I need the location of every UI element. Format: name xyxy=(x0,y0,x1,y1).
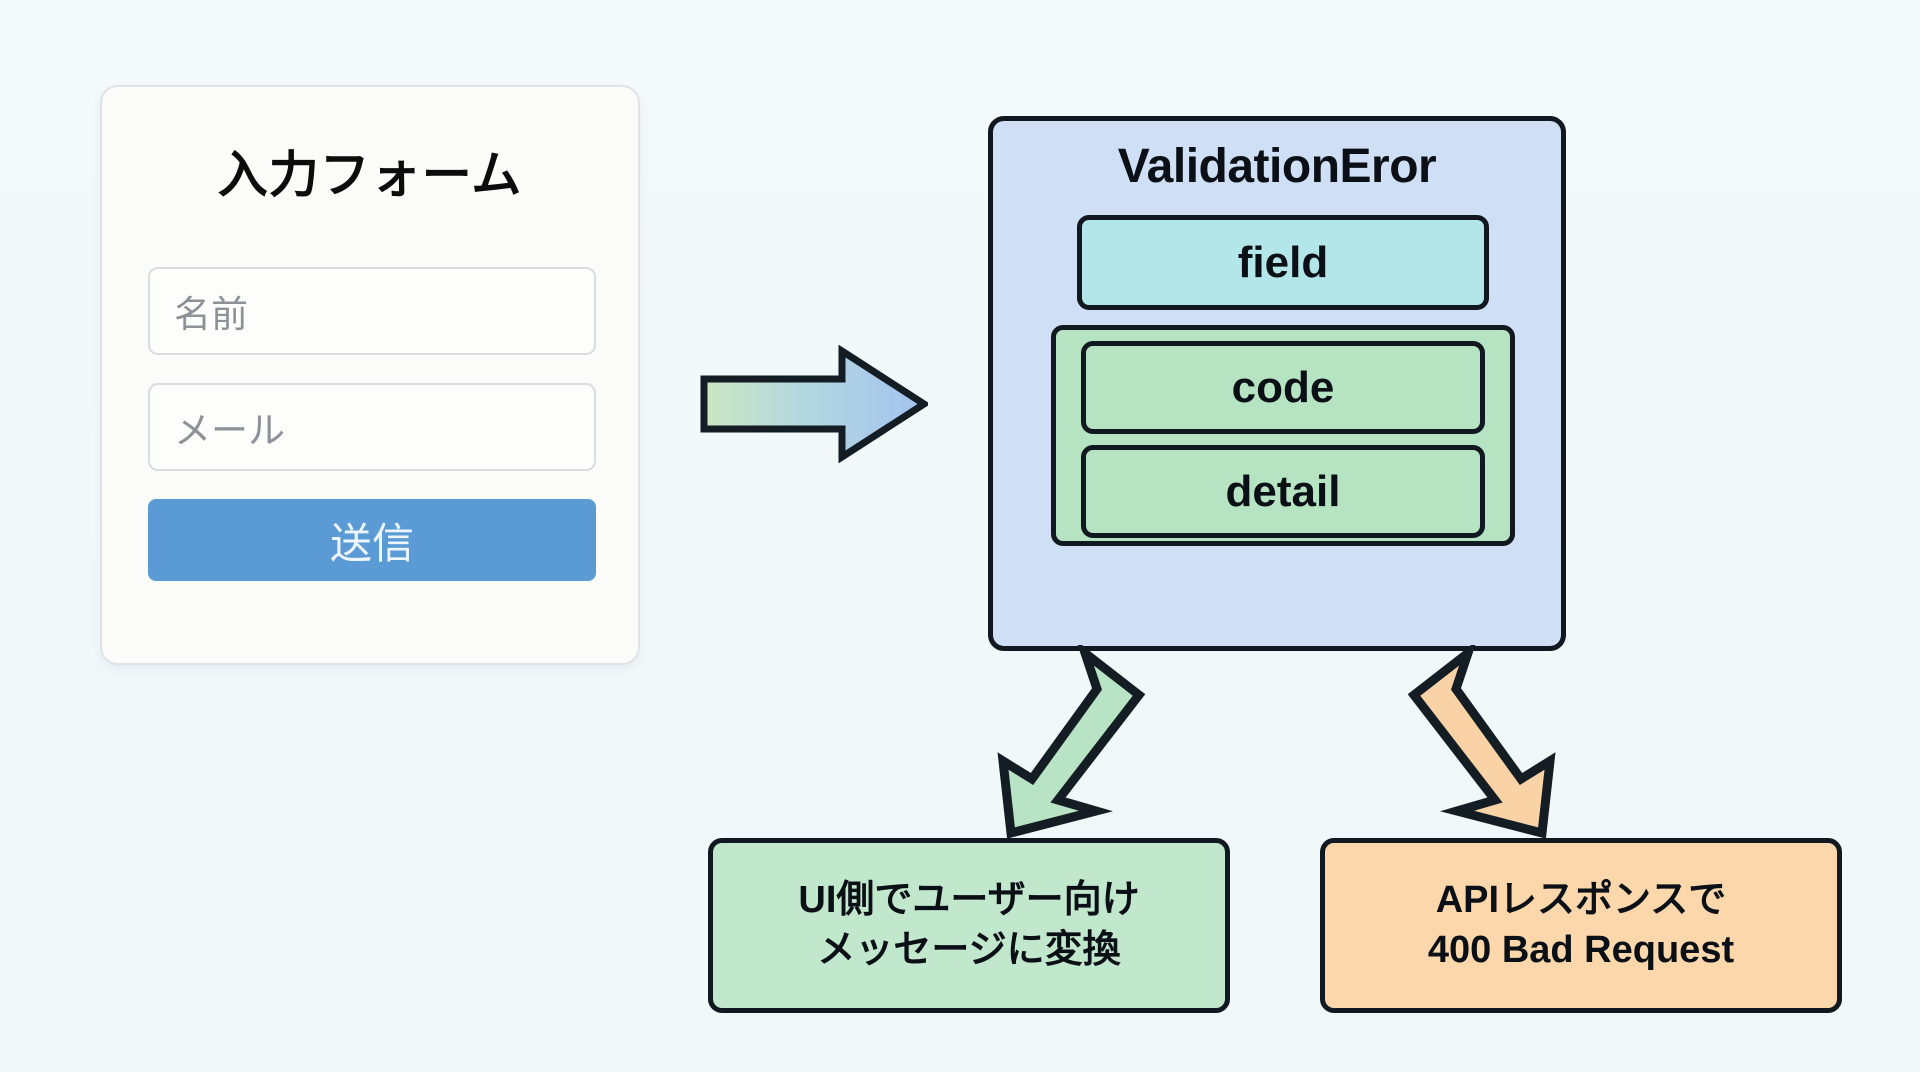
validation-error-box: ValidationEror field code detail xyxy=(988,116,1566,651)
ui-outcome-line-2: メッセージに変換 xyxy=(817,928,1121,971)
api-outcome-line-1: APIレスポンスで xyxy=(1435,879,1727,922)
down-left-arrow-icon xyxy=(955,640,1155,840)
page-title: 入力フォーム xyxy=(217,147,523,203)
ui-message-outcome-box: UI側でユーザー向け メッセージに変換 xyxy=(708,838,1230,1013)
detail-property-box: detail xyxy=(1081,445,1485,538)
validation-error-title: ValidationEror xyxy=(1117,140,1437,193)
name-input[interactable]: 名前 xyxy=(148,267,596,355)
error-detail-group: code detail xyxy=(1051,325,1515,546)
api-response-outcome-box: APIレスポンスで 400 Bad Request xyxy=(1320,838,1842,1013)
email-input[interactable]: メール xyxy=(148,383,596,471)
down-right-arrow-icon xyxy=(1400,640,1600,840)
api-outcome-line-2: 400 Bad Request xyxy=(1427,928,1735,971)
input-form-card: 入力フォーム 名前 メール 送信 xyxy=(100,85,640,665)
code-property-box: code xyxy=(1081,341,1485,434)
name-input-placeholder: 名前 xyxy=(174,294,248,335)
field-property-box: field xyxy=(1077,215,1489,310)
right-arrow-icon xyxy=(700,344,931,464)
ui-outcome-line-1: UI側でユーザー向け xyxy=(798,879,1140,922)
email-input-placeholder: メール xyxy=(174,410,285,451)
submit-button[interactable]: 送信 xyxy=(148,499,596,581)
